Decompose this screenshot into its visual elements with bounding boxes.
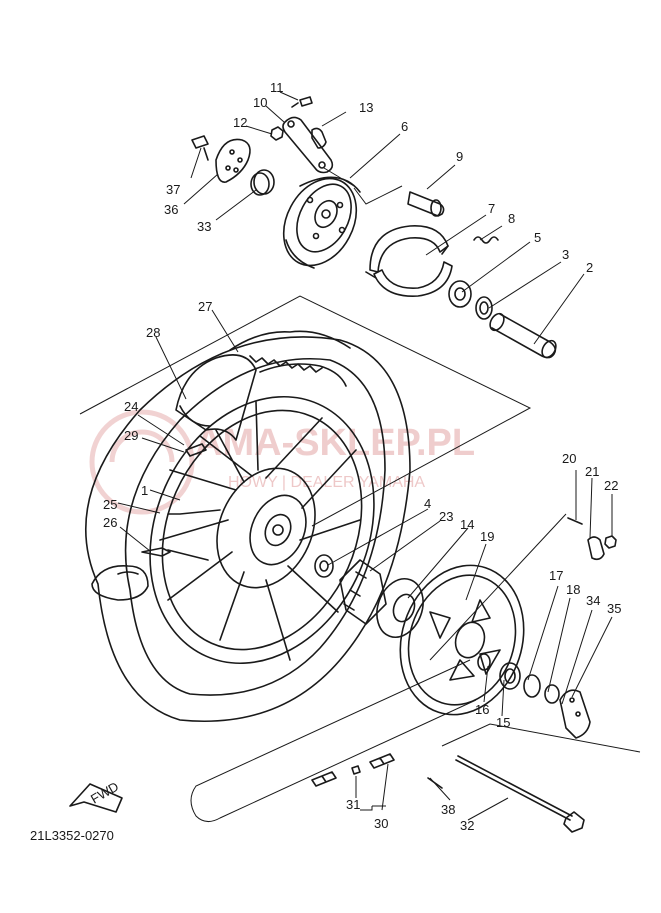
callout-13: 13	[359, 100, 373, 115]
callout-27: 27	[198, 299, 212, 314]
callout-20: 20	[562, 451, 576, 466]
sprocket-assembly: FWD	[69, 513, 641, 833]
fwd-arrow-icon: FWD	[69, 779, 123, 813]
callout-23: 23	[439, 509, 453, 524]
callout-33: 33	[197, 219, 211, 234]
callout-30: 30	[374, 816, 388, 831]
callout-34: 34	[586, 593, 600, 608]
callout-31: 31	[346, 797, 360, 812]
watermark-main: AMA-SKLEP.PL	[195, 422, 475, 464]
brake-assembly	[191, 96, 557, 359]
callout-21: 21	[585, 464, 599, 479]
callout-10: 10	[253, 95, 267, 110]
fwd-badge: FWD	[88, 779, 121, 807]
callout-6: 6	[401, 119, 408, 134]
callout-29: 29	[124, 428, 138, 443]
callout-15: 15	[496, 715, 510, 730]
callout-16: 16	[475, 702, 489, 717]
callout-36: 36	[164, 202, 178, 217]
callout-38: 38	[441, 802, 455, 817]
callout-32: 32	[460, 818, 474, 833]
callout-7: 7	[488, 201, 495, 216]
callout-12: 12	[233, 115, 247, 130]
callout-8: 8	[508, 211, 515, 226]
callout-25: 25	[103, 497, 117, 512]
callout-28: 28	[146, 325, 160, 340]
callout-2: 2	[586, 260, 593, 275]
callout-19: 19	[480, 529, 494, 544]
callout-35: 35	[607, 601, 621, 616]
callout-11: 11	[270, 80, 284, 95]
callout-3: 3	[562, 247, 569, 262]
callout-1: 1	[141, 483, 148, 498]
wheel-assembly	[79, 295, 532, 723]
callout-5: 5	[534, 230, 541, 245]
callout-22: 22	[604, 478, 618, 493]
callout-18: 18	[566, 582, 580, 597]
callout-17: 17	[549, 568, 563, 583]
callout-14: 14	[460, 517, 474, 532]
callout-labels: 11 10 13 12 6 9 37 36 33 7 8 5 3 2 27 28…	[103, 80, 621, 833]
callout-24: 24	[124, 399, 138, 414]
callout-37: 37	[166, 182, 180, 197]
callout-4: 4	[424, 496, 431, 511]
diagram-code: 21L3352-0270	[30, 828, 114, 843]
callout-9: 9	[456, 149, 463, 164]
callout-26: 26	[103, 515, 117, 530]
leader-lines	[117, 91, 613, 821]
